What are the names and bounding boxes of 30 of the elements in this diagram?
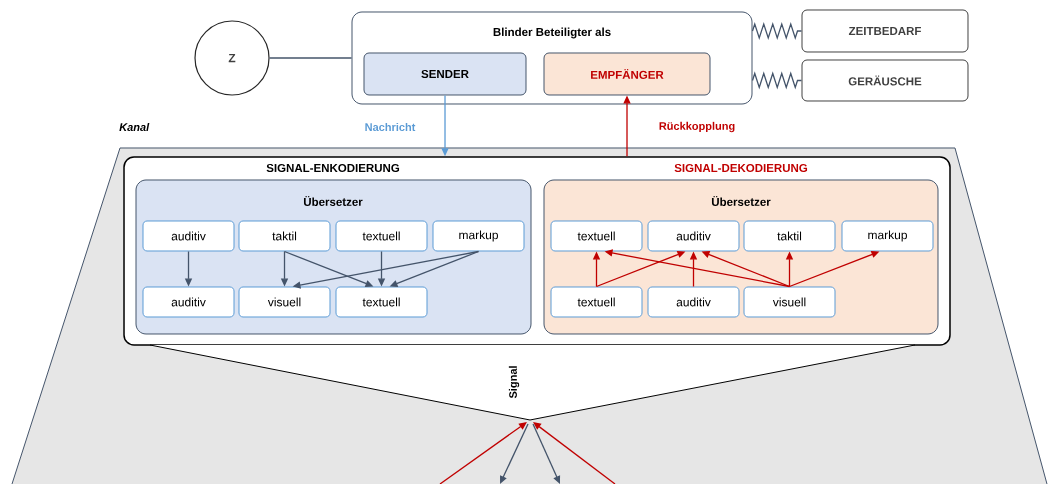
- sender-box: SENDER: [363, 52, 527, 96]
- format-box: auditiv: [647, 220, 740, 252]
- edge-label: Nachricht: [365, 122, 416, 132]
- format-box: visuell: [238, 286, 331, 318]
- format-box: taktil: [238, 220, 331, 252]
- connector-line: [268, 57, 353, 59]
- circle-node: Z: [194, 20, 270, 96]
- arrow: [533, 422, 616, 484]
- format-box: textuell: [550, 220, 643, 252]
- format-box: visuell: [743, 286, 836, 318]
- format-box: markup: [432, 220, 525, 252]
- factor-box: GERÄUSCHE: [801, 59, 969, 102]
- format-box: markup: [841, 220, 934, 252]
- format-box: auditiv: [142, 286, 235, 318]
- signal-label: Signal: [508, 366, 520, 399]
- format-box: textuell: [550, 286, 643, 318]
- spring-line: [751, 71, 803, 90]
- format-box: textuell: [335, 220, 428, 252]
- factor-box: ZEITBEDARF: [801, 9, 969, 53]
- arrow: [439, 422, 527, 484]
- receiver-box: EMPFÄNGER: [543, 52, 711, 96]
- arrow: [500, 423, 529, 484]
- format-box: auditiv: [142, 220, 235, 252]
- format-box: textuell: [335, 286, 428, 318]
- spring-line: [751, 21, 803, 41]
- channel-label: Kanal: [119, 122, 150, 132]
- format-box: auditiv: [647, 286, 740, 318]
- arrow: [532, 423, 561, 484]
- format-box: taktil: [743, 220, 836, 252]
- edge-label: Rückkopplung: [659, 121, 735, 133]
